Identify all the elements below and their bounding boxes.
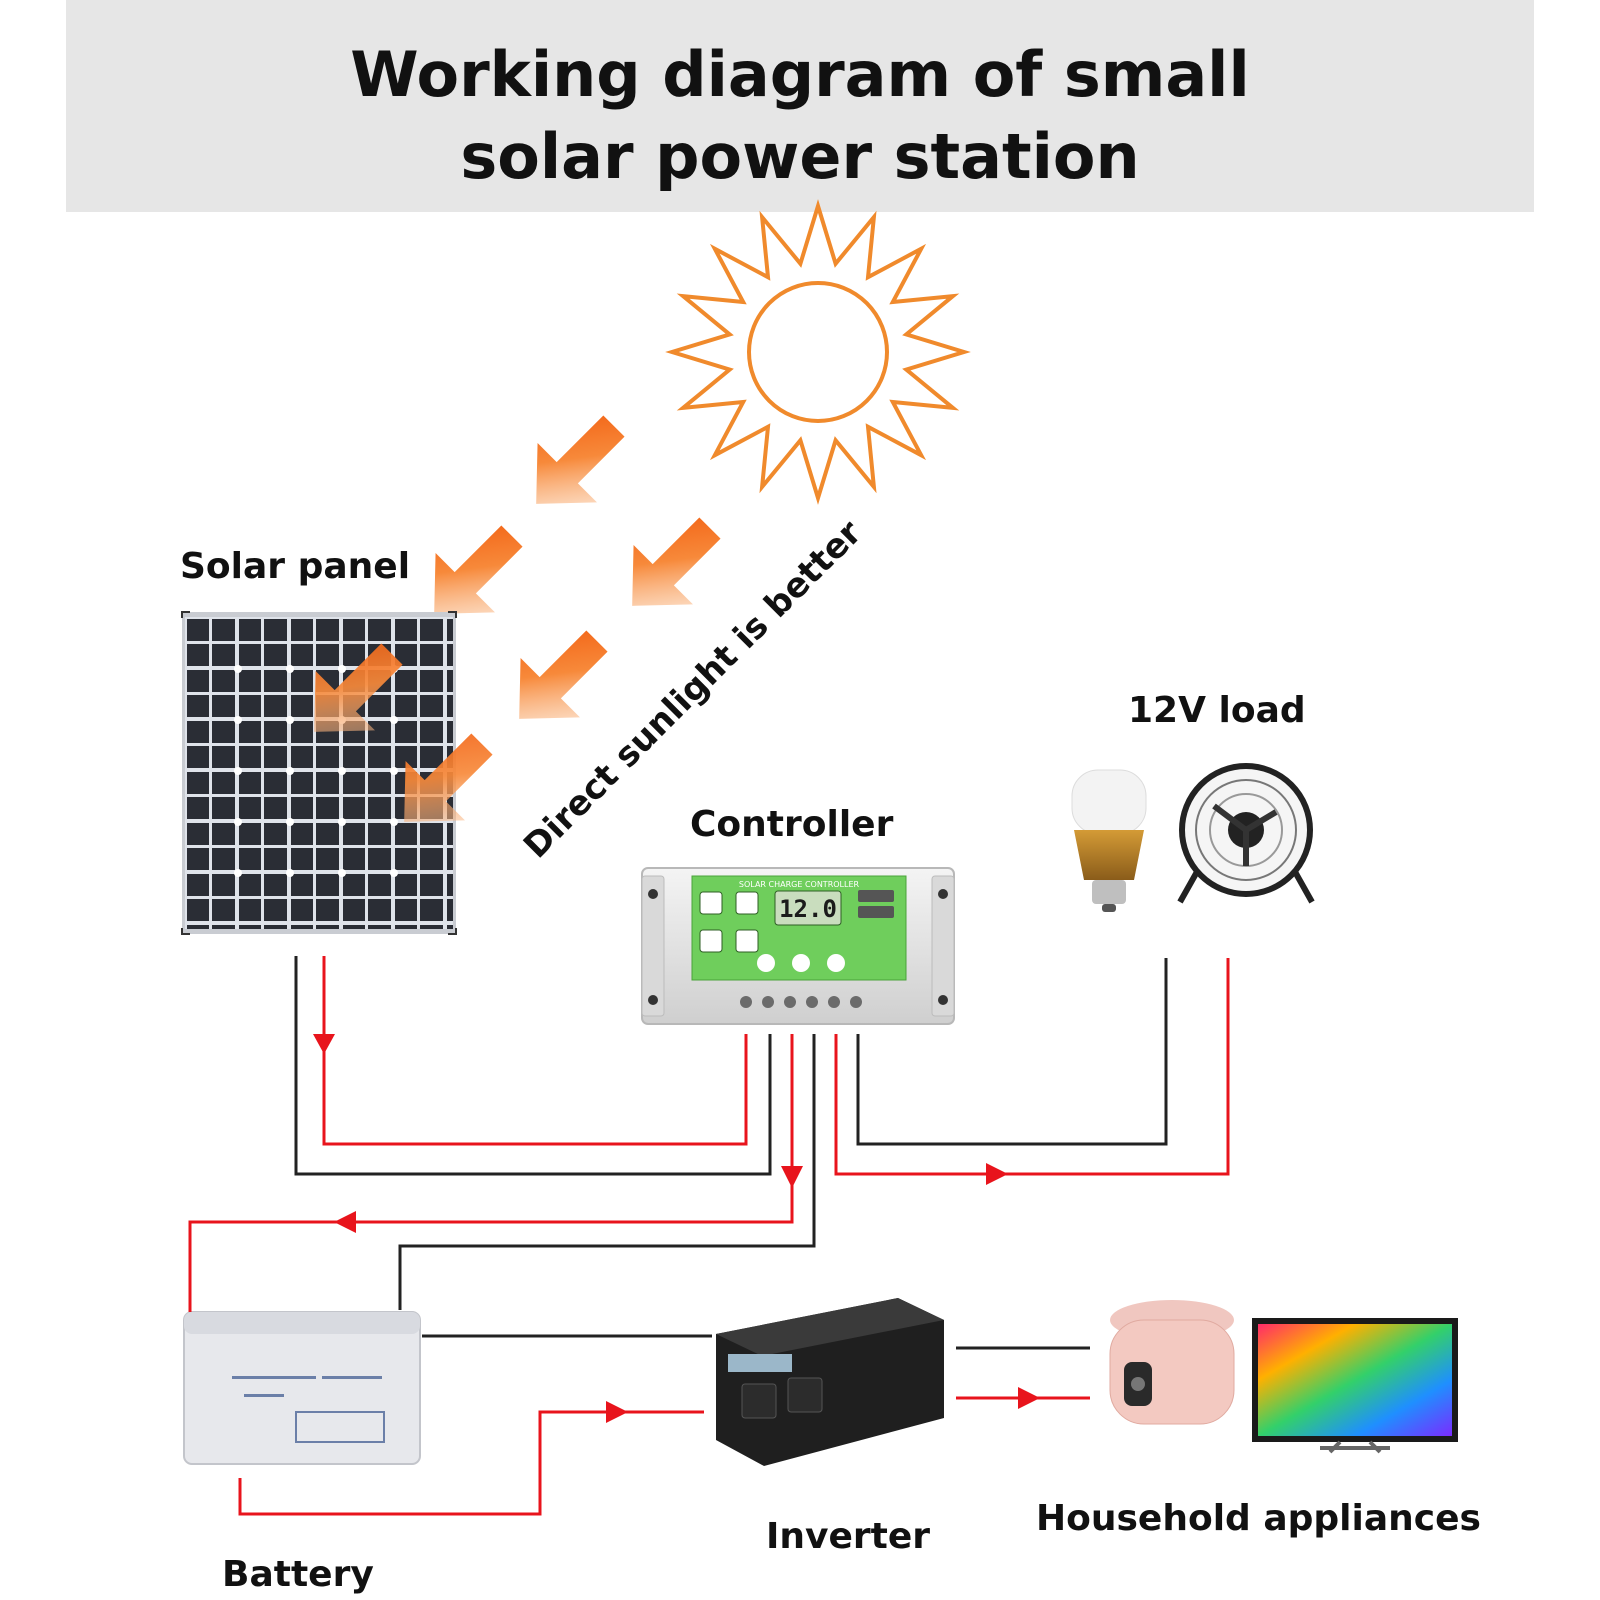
panel-cell-dot <box>338 767 346 775</box>
battery-negative-wire <box>398 1034 816 1310</box>
charge-controller-icon: SOLAR CHARGE CONTROLLER 12.0 <box>641 867 955 1025</box>
title-line-1: Working diagram of small <box>350 38 1250 111</box>
panel-cell-dot <box>338 869 346 877</box>
title-line-2: solar power station <box>460 120 1140 193</box>
battery-label: Battery <box>222 1554 374 1595</box>
panel-negative-wire <box>294 956 772 1176</box>
panel-cell-dot <box>286 665 294 673</box>
panel-cell-dot <box>390 716 398 724</box>
battery-icon <box>183 1311 421 1465</box>
panel-cell-dot <box>390 767 398 775</box>
panel-cell-dot <box>286 869 294 877</box>
panel-cell-dot <box>234 818 242 826</box>
load-negative-wire <box>856 958 1168 1146</box>
page-title: Working diagram of small solar power stat… <box>66 34 1534 198</box>
panel-cell-dot <box>286 767 294 775</box>
battery-positive-wire <box>188 1034 794 1312</box>
flow-arrows <box>313 1034 1040 1423</box>
panel-cell-dot <box>390 869 398 877</box>
flow-arrow <box>1018 1387 1040 1409</box>
appliances-label: Household appliances <box>1036 1498 1481 1539</box>
battery-to-inverter-positive <box>238 1410 704 1516</box>
inverter-label: Inverter <box>766 1516 930 1557</box>
sun-icon <box>665 199 971 505</box>
rice-cooker-icon <box>1109 1300 1235 1425</box>
bulb-icon <box>1071 769 1147 912</box>
tv-icon <box>1252 1318 1458 1454</box>
panel-cell-dot <box>234 665 242 673</box>
controller-display-value: 12.0 <box>779 895 837 923</box>
wiring <box>188 956 1230 1516</box>
panel-cell-dot <box>390 818 398 826</box>
controller-terminal <box>740 996 752 1008</box>
sunlight-arrows <box>434 415 721 719</box>
flow-arrow <box>606 1401 628 1423</box>
controller-terminal <box>762 996 774 1008</box>
panel-cell-dot <box>338 665 346 673</box>
panel-cell-dot <box>234 869 242 877</box>
sunlight-arrow <box>632 517 721 606</box>
flow-arrow <box>986 1163 1008 1185</box>
flow-arrow <box>781 1166 803 1188</box>
panel-cell-dot <box>286 818 294 826</box>
controller-terminal <box>850 996 862 1008</box>
sunlight-arrow <box>314 643 403 732</box>
header-band <box>66 0 1534 212</box>
sunlight-arrow <box>404 733 493 822</box>
inverter-icon <box>716 1298 944 1466</box>
sunlight-arrow <box>536 415 625 504</box>
load-label: 12V load <box>1128 690 1306 731</box>
controller-terminal <box>806 996 818 1008</box>
panel-cell-dot <box>234 767 242 775</box>
flow-arrow <box>334 1211 356 1233</box>
panel-cell-dot <box>338 818 346 826</box>
sunlight-arrow <box>519 630 608 719</box>
controller-terminal <box>828 996 840 1008</box>
panel-cell-dot <box>234 716 242 724</box>
flow-arrow <box>313 1034 335 1054</box>
controller-terminal <box>784 996 796 1008</box>
sunlight-arrow <box>434 525 523 614</box>
controller-panel-header: SOLAR CHARGE CONTROLLER <box>739 880 860 889</box>
solar-panel-label: Solar panel <box>180 546 410 587</box>
fan-icon <box>1177 763 1315 904</box>
load-positive-wire <box>834 958 1230 1176</box>
panel-cell-dot <box>286 716 294 724</box>
controller-label: Controller <box>690 804 894 845</box>
